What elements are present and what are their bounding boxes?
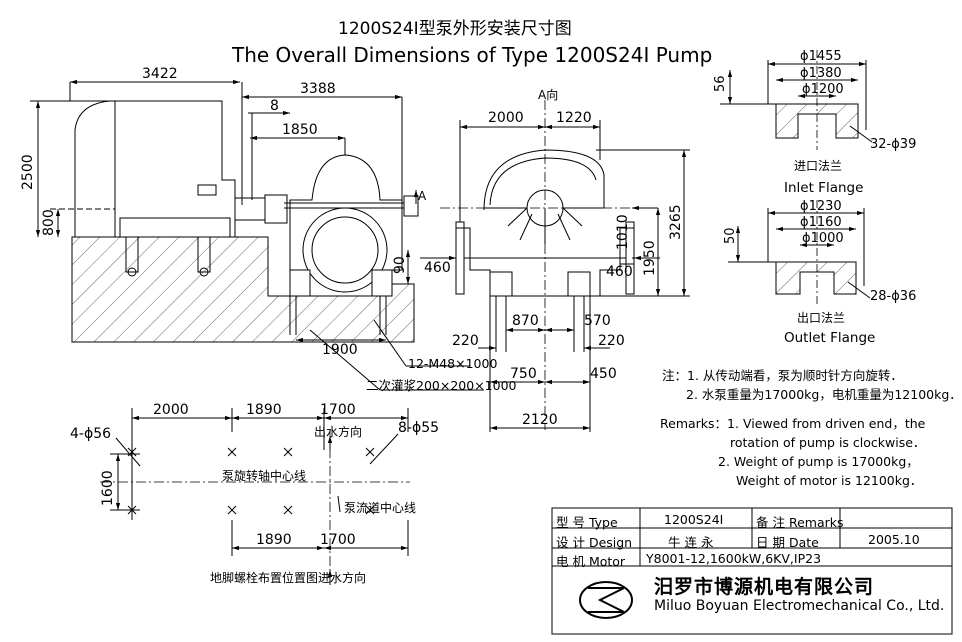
tb-date-value: 2005.10 bbox=[868, 532, 920, 547]
layout-dim-1600: 1600 bbox=[100, 470, 116, 506]
dim-2120: 2120 bbox=[522, 412, 558, 428]
bolt-layout bbox=[100, 408, 410, 585]
dim-1010: 1010 bbox=[615, 214, 631, 250]
dim-450: 450 bbox=[590, 366, 617, 382]
note-en-line4: Weight of motor is 12100kg． bbox=[736, 473, 923, 488]
inlet-dim-56: 56 bbox=[713, 75, 728, 92]
layout-dim-2000: 2000 bbox=[153, 402, 189, 418]
bolt-layout-text: 2000 1890 1700 1890 1700 1600 4-ϕ56 8-ϕ5… bbox=[70, 402, 439, 585]
notes-chinese: 注：1. 从传动端看，泵为顺时针方向旋转． 2. 水泵重量为17000kg，电机… bbox=[662, 366, 962, 404]
side-view bbox=[30, 79, 484, 391]
tb-type-value: 1200S24Ⅰ bbox=[664, 512, 724, 527]
inlet-flange-text: ϕ1455 ϕ1380 ϕ1200 56 32-ϕ39 进口法兰 Inlet F… bbox=[713, 49, 916, 196]
dim-870: 870 bbox=[512, 313, 539, 329]
title-block bbox=[551, 507, 953, 635]
note-en-line1: Remarks：1. Viewed from driven end，the bbox=[660, 416, 926, 431]
outlet-direction: 出水方向 bbox=[314, 424, 362, 439]
title-chinese: 1200S24Ⅰ型泵外形安装尺寸图 bbox=[338, 19, 572, 39]
note-en-line2: rotation of pump is clockwise． bbox=[730, 435, 926, 450]
side-view-dims: 3422 3388 8 1850 2500 800 90 1900 A 12-M… bbox=[20, 66, 517, 393]
company-name-cn: 汨罗市博源机电有限公司 bbox=[654, 576, 875, 598]
dim-460-left: 460 bbox=[424, 260, 451, 276]
layout-title: 地脚螺栓布置位置图 bbox=[210, 570, 318, 585]
tb-motor-value: Y8001-12,1600kW,6KV,IP23 bbox=[646, 551, 822, 566]
tb-motor-label: 电 机 Motor bbox=[556, 554, 626, 569]
title-english: The Overall Dimensions of Type 1200S24Ⅰ … bbox=[232, 43, 713, 67]
inlet-label-cn: 进口法兰 bbox=[794, 159, 842, 173]
holes-right: 8-ϕ55 bbox=[398, 420, 439, 436]
dim-1850: 1850 bbox=[282, 122, 318, 138]
layout-dim-1700-bottom: 1700 bbox=[320, 532, 356, 548]
dim-1950: 1950 bbox=[642, 240, 658, 276]
dim-220-right: 220 bbox=[598, 333, 625, 349]
tb-date-label: 日 期 Date bbox=[756, 535, 819, 550]
layout-dim-1700-top: 1700 bbox=[320, 402, 356, 418]
dim-3265: 3265 bbox=[668, 204, 684, 240]
view-marker-a: A bbox=[418, 189, 427, 203]
outlet-flange bbox=[728, 200, 871, 306]
a-view-dims: A向 2000 1220 3265 1950 1010 460 460 870 … bbox=[424, 87, 684, 428]
outlet-label-en: Outlet Flange bbox=[784, 330, 875, 346]
dim-3422: 3422 bbox=[142, 66, 178, 82]
inlet-dim-1200: ϕ1200 bbox=[802, 82, 844, 97]
notes-english: Remarks：1. Viewed from driven end，the ro… bbox=[660, 414, 925, 490]
company-name-en: Miluo Boyuan Electromechanical Co., Ltd. bbox=[654, 598, 945, 614]
note-cn-line1: 注：1. 从传动端看，泵为顺时针方向旋转． bbox=[662, 368, 903, 383]
dim-750: 750 bbox=[510, 366, 537, 382]
dim-1900: 1900 bbox=[322, 342, 358, 358]
dim-460-right: 460 bbox=[606, 264, 633, 280]
inlet-label-en: Inlet Flange bbox=[784, 180, 863, 196]
tb-remarks-label: 备 注 Remarks bbox=[756, 515, 844, 530]
company-logo bbox=[579, 581, 633, 619]
note-en-line3: 2. Weight of pump is 17000kg， bbox=[718, 454, 919, 469]
outlet-dim-1000: ϕ1000 bbox=[802, 231, 844, 246]
dim-800: 800 bbox=[41, 209, 57, 236]
tb-type-label: 型 号 Type bbox=[556, 515, 618, 530]
dim-8: 8 bbox=[270, 98, 279, 114]
inlet-dim-1455: ϕ1455 bbox=[800, 49, 842, 64]
inlet-holes: 32-ϕ39 bbox=[870, 137, 916, 152]
a-view-label: A向 bbox=[538, 87, 558, 102]
layout-dim-1890-bottom: 1890 bbox=[256, 532, 292, 548]
dim-220-left: 220 bbox=[452, 333, 479, 349]
outlet-holes: 28-ϕ36 bbox=[870, 289, 916, 304]
layout-dim-1890-top: 1890 bbox=[246, 402, 282, 418]
channel-centerline: 泵流道中心线 bbox=[344, 500, 416, 515]
inlet-flange bbox=[720, 50, 873, 150]
a-view bbox=[420, 100, 690, 432]
callout-grout: 二次灌浆200×200×1000 bbox=[366, 378, 517, 393]
coupling bbox=[234, 197, 266, 221]
holes-left: 4-ϕ56 bbox=[70, 426, 111, 442]
note-cn-line2: 2. 水泵重量为17000kg，电机重量为12100kg． bbox=[686, 387, 962, 402]
outlet-dim-50: 50 bbox=[723, 227, 738, 244]
dim-90: 90 bbox=[392, 256, 408, 274]
dim-1220: 1220 bbox=[556, 110, 592, 126]
dim-3388: 3388 bbox=[300, 81, 336, 97]
outlet-dim-1160: ϕ1160 bbox=[800, 215, 842, 230]
tb-design-label: 设 计 Design bbox=[556, 535, 633, 550]
dim-570: 570 bbox=[584, 313, 611, 329]
tb-design-value: 牛 连 永 bbox=[668, 535, 714, 550]
dim-2500: 2500 bbox=[20, 154, 36, 190]
inlet-dim-1380: ϕ1380 bbox=[800, 66, 842, 81]
outlet-dim-1230: ϕ1230 bbox=[800, 199, 842, 214]
shaft-centerline: 泵旋转轴中心线 bbox=[222, 468, 306, 483]
outlet-flange-text: ϕ1230 ϕ1160 ϕ1000 50 28-ϕ36 出口法兰 Outlet … bbox=[723, 199, 916, 346]
outlet-label-cn: 出口法兰 bbox=[797, 311, 845, 325]
dim-2000-a: 2000 bbox=[488, 110, 524, 126]
inlet-direction: 进水方向 bbox=[318, 570, 366, 585]
callout-bolts: 12-M48×1000 bbox=[408, 356, 497, 371]
